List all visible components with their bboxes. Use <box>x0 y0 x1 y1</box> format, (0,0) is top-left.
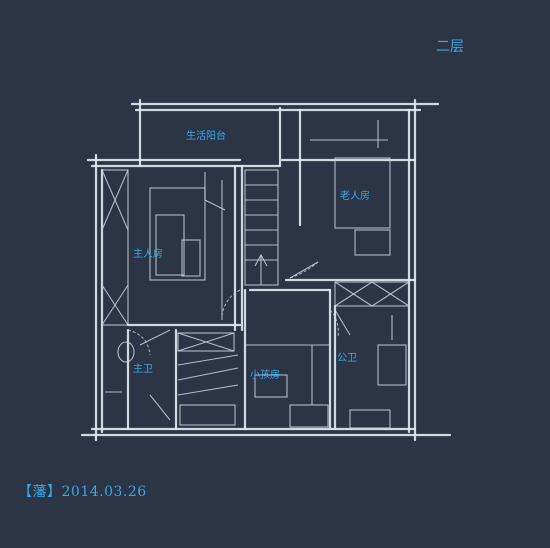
public-bath-walls <box>333 304 407 431</box>
room-label-public-bath: 公卫 <box>337 353 357 364</box>
master-room-walls <box>101 164 244 332</box>
room-label-master-bath: 主卫 <box>133 363 153 375</box>
room-label-master: 主人房 <box>133 247 163 260</box>
outer-walls <box>80 98 452 442</box>
stairs <box>244 169 279 286</box>
room-label-balcony: 生活阳台 <box>186 129 226 142</box>
kids-room-walls <box>243 288 351 431</box>
room-label-kids: 小孩房 <box>250 368 280 381</box>
master-bath-walls <box>105 328 171 431</box>
room-label-elder: 老人房 <box>340 189 370 202</box>
closet-walls <box>174 328 239 431</box>
floor-title: 二层 <box>436 39 464 55</box>
elder-room-walls <box>280 108 417 307</box>
date-stamp: 【藩】2014.03.26 <box>18 484 147 500</box>
door-swings <box>127 261 339 356</box>
